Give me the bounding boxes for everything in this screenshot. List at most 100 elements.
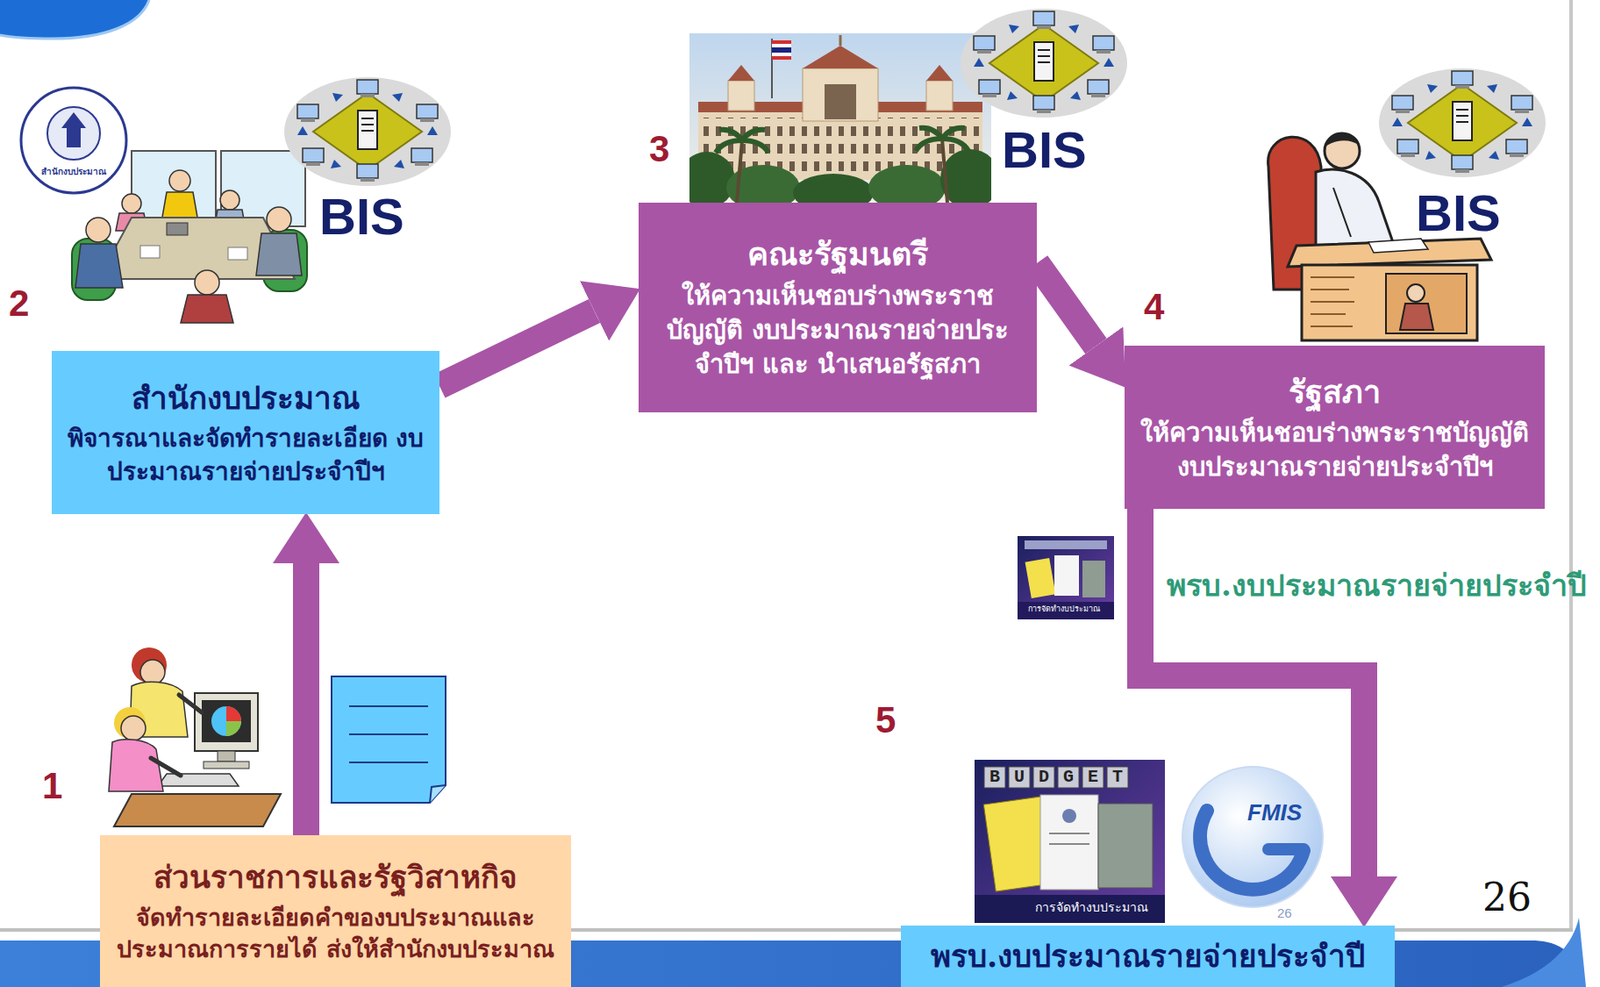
official-at-desk-illustration [1315,169,1395,248]
step-box: พรบ.งบประมาณรายจ่ายประจำปี [900,925,1395,987]
budget-book-icon [1017,535,1115,620]
tile-word: BUDGET [989,766,1137,788]
step-box: สำนักงบประมาณพิจารณาและจัดทำรายละเอียด ง… [51,350,440,515]
budget-book-image [1049,832,1090,835]
official-at-desk-illustration [1400,303,1434,330]
step-heading: รัฐสภา [1288,370,1381,414]
step-title: พรบ.งบประมาณรายจ่ายประจำปี [930,935,1365,977]
staff-at-computer-illustration [108,739,164,792]
budget-bureau-seal [61,112,86,148]
budget-book-image [1049,842,1090,845]
step-description: ให้ความเห็นชอบร่างพระราชบัญญัติ งบประมาณ… [1138,415,1531,485]
fmis-logo [1268,842,1304,856]
government-house-photo [802,68,879,122]
page-number: 26 [1482,875,1532,921]
official-at-desk-illustration [1301,264,1478,341]
government-house-photo [771,47,792,53]
meeting-illustration [169,170,191,192]
system-name: BIS [1415,184,1501,243]
budget-bureau-seal [21,87,127,193]
budget-book-icon [1054,555,1079,596]
meeting-illustration [220,190,240,210]
step-box: รัฐสภาให้ความเห็นชอบร่างพระราชบัญญัติ งบ… [1124,345,1545,509]
meeting-illustration [75,243,123,288]
meeting-illustration [140,245,160,258]
system-name: BIS [1001,121,1087,180]
step-heading: ส่วนราชการและรัฐวิสาหกิจ [153,856,518,898]
act-label: พรบ.งบประมาณรายจ่ายประจำปี [1166,568,1587,603]
staff-at-computer-illustration [194,692,258,751]
budget-book-image [1040,794,1099,890]
callout-number: 5 [875,699,896,742]
callout-number: 2 [8,282,29,325]
official-at-desk-illustration [1310,277,1355,327]
budget-book-image [974,759,1165,923]
government-house-photo [771,52,792,57]
meeting-illustration [85,217,111,243]
government-house-photo [868,164,946,203]
step-heading: คณะรัฐมนตรี [747,232,929,276]
meeting-illustration [180,294,234,323]
government-house-photo [771,40,792,44]
book-caption: การจัดทำงบประมาณ [1035,900,1149,915]
staff-at-computer-illustration [178,694,202,713]
meeting-illustration [71,150,308,323]
meeting-illustration [166,222,188,236]
callout-number: 1 [42,764,63,808]
official-at-desk-illustration [1287,238,1492,267]
official-at-desk-illustration [1407,284,1425,302]
government-house-photo [792,173,874,203]
document-icon [349,733,429,736]
government-house-photo [728,80,755,111]
document-icon [349,761,429,764]
staff-at-computer-illustration [226,706,242,722]
government-house-photo [689,33,992,203]
bis-network-icon [1378,68,1546,178]
budget-book-image [974,759,1165,923]
government-house-photo [915,128,969,151]
seal-text: สำนักงบประมาณ [29,166,118,178]
step-description: ให้ความเห็นชอบร่างพระราชบัญญัติ งบประมาณ… [652,278,1023,382]
budget-book-icon [1025,557,1057,599]
budget-book-icon [1082,560,1106,598]
flow-arrow [1140,508,1365,877]
staff-at-computer-illustration [211,706,242,736]
official-at-desk-illustration [1333,187,1351,237]
fmis-logo [1182,766,1323,908]
bis-network-icon [284,77,451,186]
budget-book-image [974,894,1165,923]
government-house-photo [926,64,953,81]
budget-book-image [1098,803,1153,888]
budget-book-image [1062,808,1077,823]
page-number: 26 [1277,905,1293,921]
budget-book-icon [1024,540,1108,550]
budget-bureau-seal [47,107,100,160]
meeting-illustration [121,193,142,214]
staff-at-computer-illustration [121,715,146,741]
staff-at-computer-illustration [201,700,251,743]
meeting-illustration [256,233,302,276]
government-house-photo [926,80,953,111]
government-house-photo [839,35,843,46]
step-description: จัดทำรายละเอียดคำของบประมาณและ ประมาณการ… [114,901,558,966]
budget-book-icon [1017,535,1115,620]
logo-text: FMIS [1247,800,1302,827]
government-house-photo [942,138,948,203]
staff-at-computer-illustration [217,750,236,762]
staff-at-computer-illustration [108,647,281,827]
document-icon [331,676,446,803]
government-house-photo [728,64,755,81]
system-name: BIS [319,187,405,247]
government-house-photo [771,43,792,48]
government-house-photo [824,84,857,120]
official-at-desk-illustration [1324,133,1360,148]
corner-swoosh [0,0,150,39]
budget-book-icon [1017,601,1115,620]
slide-frame [1569,0,1573,932]
government-house-photo [736,140,743,203]
government-house-photo [802,45,879,69]
footer-band [1501,917,1586,987]
meeting-illustration [266,207,292,232]
step-heading: สำนักงบประมาณ [131,377,360,419]
